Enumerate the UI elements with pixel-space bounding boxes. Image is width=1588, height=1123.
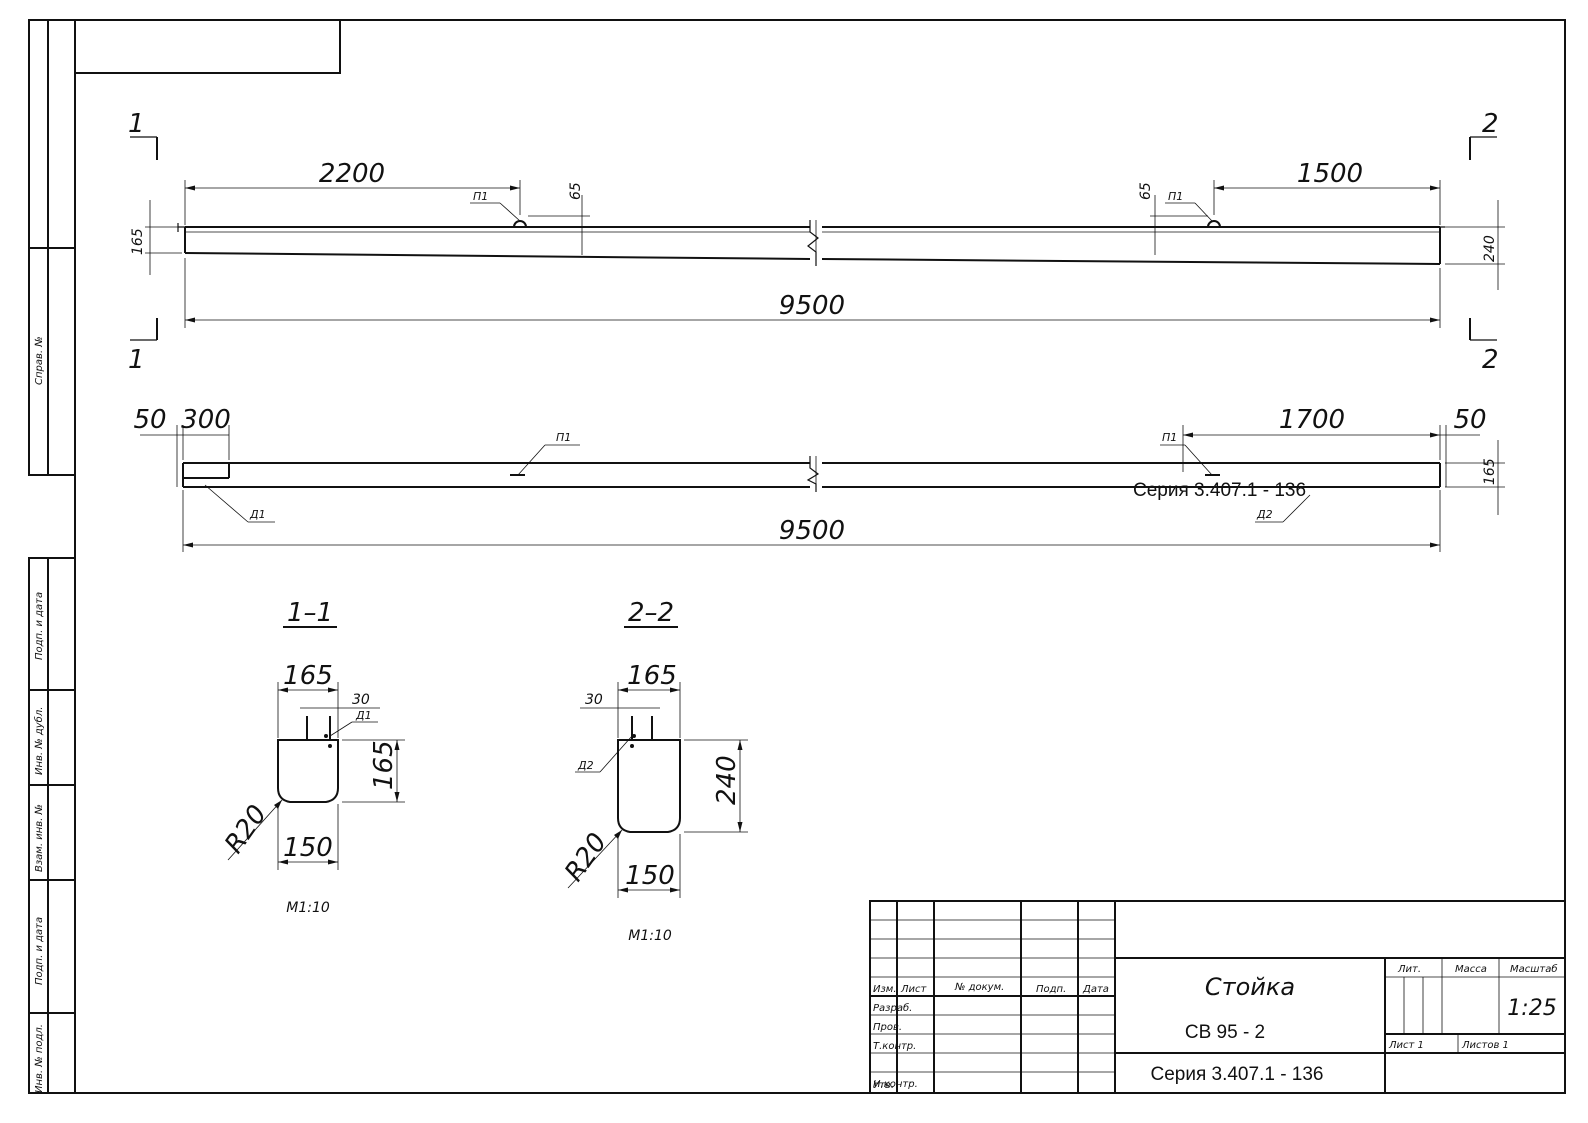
section-1-bottom: 150 (283, 833, 333, 863)
section-1-title: 1–1 (287, 598, 333, 628)
tb-list-1: Лист 1 (1388, 1040, 1424, 1051)
section-2-2: 2–2 165 30 Д2 240 R20 150 М1:10 (559, 598, 748, 944)
tb-izm: Изм. (873, 984, 897, 995)
plan-view: П1 П1 Д1 Д2 50 300 1700 50 165 (133, 405, 1505, 552)
vzam-inv-label: Взам. инв. № (34, 804, 45, 872)
dim-9500-elev: 9500 (779, 291, 845, 321)
title-block: Изм. Лист № докум. Подп. Дата Разраб. Пр… (869, 900, 1566, 1094)
tb-masshtab: Масштаб (1510, 963, 1558, 975)
top-left-stamp (74, 19, 341, 74)
cut-2-bottom: 2 (1482, 345, 1499, 375)
section-2-radius: R20 (559, 828, 613, 887)
tb-series: Серия 3.407.1 - 136 (1150, 1064, 1323, 1085)
section-1-width: 165 (283, 661, 333, 691)
dim-50-right: 50 (1453, 405, 1486, 435)
tb-mark: СВ 95 - 2 (1185, 1022, 1265, 1043)
tb-prov: Пров. (873, 1022, 902, 1033)
dim-1500: 1500 (1297, 159, 1363, 189)
tb-name: Стойка (1205, 973, 1295, 1001)
section-2-d2: Д2 (577, 759, 594, 772)
podp-data-label-1: Подп. и дата (34, 592, 45, 660)
section-1-radius: R20 (219, 800, 273, 859)
dim-165-elev: 165 (130, 228, 146, 255)
tb-n-kontr: Н.контр. (873, 1079, 918, 1090)
cut-1-bottom: 1 (128, 345, 145, 375)
dim-65-left: 65 (568, 182, 584, 200)
loop-label-left: П1 (473, 190, 488, 203)
overlay-series-text: Серия 3.407.1 - 136 (1133, 480, 1306, 501)
section-2-width: 165 (627, 661, 677, 691)
dim-9500-plan: 9500 (779, 516, 845, 546)
section-2-30: 30 (585, 692, 603, 708)
section-2-title: 2–2 (628, 598, 674, 628)
cut-1-top: 1 (128, 109, 145, 139)
tb-listov-1: Листов 1 (1461, 1040, 1509, 1051)
inv-dubl-label: Инв. № дубл. (33, 707, 45, 775)
left-strip: Справ. № Подп. и дата Инв. № дубл. Взам.… (28, 19, 76, 1094)
tb-data: Дата (1082, 984, 1109, 995)
dim-300: 300 (181, 405, 231, 435)
sheet-frame (74, 19, 1566, 1094)
section-2-bottom: 150 (625, 861, 675, 891)
elevation-view: 1 1 2 2 П1 П1 (128, 109, 1505, 375)
tb-scale-value: 1:25 (1507, 996, 1556, 1021)
plan-d2-label: Д2 (1256, 508, 1273, 521)
dim-1700: 1700 (1279, 405, 1345, 435)
loop-right (1207, 220, 1221, 228)
section-1-scale: М1:10 (286, 900, 330, 916)
section-1-height: 165 (369, 740, 399, 790)
dim-65-right: 65 (1138, 182, 1154, 200)
tb-t-kontr: Т.контр. (873, 1041, 916, 1052)
tb-list: Лист (900, 984, 928, 995)
sprav-label: Справ. № (34, 336, 45, 385)
plan-d1-label: Д1 (249, 508, 266, 521)
tb-massa: Масса (1455, 964, 1487, 975)
dim-240-elev: 240 (1482, 235, 1498, 262)
podp-data-label-2: Подп. и дата (34, 917, 45, 985)
section-1-1: 1–1 165 30 Д1 165 R20 150 М1:10 (219, 598, 405, 916)
section-1-d1: Д1 (355, 709, 372, 722)
tb-podp: Подп. (1036, 984, 1066, 995)
tb-utv: Утв. (873, 1080, 894, 1091)
plan-loop-label-left: П1 (556, 431, 571, 444)
section-1-30: 30 (352, 692, 370, 708)
loop-label-right: П1 (1168, 190, 1183, 203)
plan-loop-label-right: П1 (1162, 431, 1177, 444)
section-2-height: 240 (712, 755, 742, 805)
dim-165-plan: 165 (1482, 458, 1498, 485)
cut-2-top: 2 (1482, 109, 1499, 139)
tb-n-dokum: № докум. (954, 982, 1004, 993)
inv-podl-label: Инв. № подл. (34, 1024, 45, 1093)
dim-2200: 2200 (319, 159, 385, 189)
section-2-scale: М1:10 (628, 928, 672, 944)
tb-razrab: Разраб. (873, 1002, 912, 1014)
tb-lit: Лит. (1397, 964, 1421, 975)
dim-50-left: 50 (133, 405, 166, 435)
